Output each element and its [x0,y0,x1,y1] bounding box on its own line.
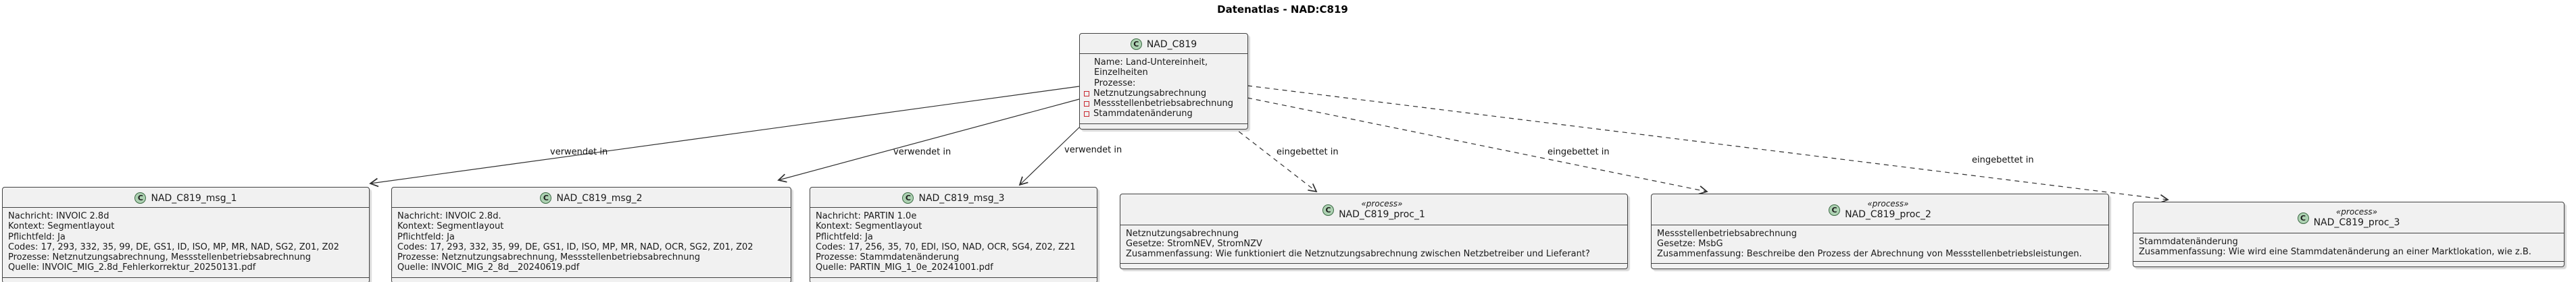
edge-eingebettet-proc1 [1231,125,1318,193]
attribute-line: Quelle: PARTIN_MIG_1_0e_20241001.pdf [816,262,993,273]
attribute-line: Codes: 17, 256, 35, 70, EDI, ISO, NAD, O… [816,242,1076,252]
attribute-line: Prozesse: [1094,78,1136,88]
class-box-nad-c819-proc-3: C «process» NAD_C819_proc_3 Stammdatenän… [2133,202,2565,268]
empty-methods-compartment [1120,263,1627,269]
edge-eingebettet-proc3 [1247,85,2169,204]
class-name: NAD_C819_proc_2 [1845,209,1931,220]
field-line: Stammdatenänderung [1084,109,1242,119]
class-header: C NAD_C819 [1080,34,1247,54]
class-body: Nachricht: INVOIC 2.8d. Kontext: Segment… [392,208,791,277]
class-name: NAD_C819_msg_1 [151,192,237,204]
class-icon: C [134,192,147,204]
empty-methods-compartment [2133,261,2564,266]
class-name: NAD_C819_proc_3 [2313,217,2400,228]
class-body: Messstellenbetriebsabrechnung Gesetze: M… [1652,225,2108,264]
class-icon: C [1130,38,1142,50]
attribute-line: Pflichtfeld: Ja [397,231,455,242]
class-box-nad-c819-msg-3: C NAD_C819_msg_3 Nachricht: PARTIN 1.0e … [810,187,1097,282]
edge-label-verwendet-in-3: verwendet in [1064,145,1122,155]
class-icon: C [902,192,914,204]
class-icon: C [1829,204,1841,216]
class-icon: C [2297,212,2309,224]
edge-verwendet-msg3 [1018,125,1081,186]
attribute-line: Stammdatenänderung [2139,236,2238,247]
empty-methods-compartment [1080,123,1247,129]
edge-verwendet-msg2 [777,98,1080,183]
class-body: Name: Land-Untereinheit, Einzelheiten Pr… [1080,54,1247,123]
class-name: NAD_C819 [1146,38,1197,50]
attribute-line: Kontext: Segmentlayout [397,221,504,232]
class-icon: C [540,192,552,204]
class-box-nad-c819-msg-2: C NAD_C819_msg_2 Nachricht: INVOIC 2.8d.… [391,187,791,282]
attribute-line: Prozesse: Stammdatenänderung [816,252,960,263]
attribute-line: Gesetze: StromNEV, StromNZV [1126,238,1262,249]
attribute-line: Gesetze: MsbG [1657,238,1723,249]
edge-label-verwendet-in-1: verwendet in [550,147,608,157]
class-name: NAD_C819_proc_1 [1339,209,1425,220]
stereotype-label: «process» [1867,199,1909,208]
attribute-line: Nachricht: INVOIC 2.8d. [397,211,501,221]
attribute-line: Codes: 17, 293, 332, 35, 99, DE, GS1, ID… [8,242,339,252]
edge-verwendet-msg1 [369,86,1080,188]
class-header: C NAD_C819_msg_2 [392,188,791,208]
class-box-nad-c819-proc-1: C «process» NAD_C819_proc_1 Netznutzungs… [1120,194,1628,270]
private-field-icon [1084,101,1089,107]
attribute-line: Quelle: INVOIC_MIG_2_8d__20240619.pdf [397,262,580,273]
class-name: NAD_C819_msg_2 [556,192,643,204]
attribute-line: Zusammenfassung: Wie funktioniert die Ne… [1126,249,1590,260]
class-name: NAD_C819_msg_3 [918,192,1005,204]
stereotype-label: «process» [1361,199,1403,208]
attribute-line: Nachricht: INVOIC 2.8d [8,211,109,221]
class-box-nad-c819: C NAD_C819 Name: Land-Untereinheit, Einz… [1079,33,1248,130]
class-body: Nachricht: PARTIN 1.0e Kontext: Segmentl… [810,208,1097,277]
field-line: Messstellenbetriebsabrechnung [1084,98,1242,109]
class-body: Stammdatenänderung Zusammenfassung: Wie … [2133,233,2564,262]
attribute-line: Prozesse: Netznutzungsabrechnung, Messst… [397,252,700,263]
empty-methods-compartment [392,277,791,282]
diagram-title: Datenatlas - NAD:C819 [1217,3,1348,16]
edge-label-eingebettet-in-1: eingebettet in [1277,147,1339,157]
attribute-line: Kontext: Segmentlayout [816,221,922,232]
attribute-line: Prozesse: Netznutzungsabrechnung, Messst… [8,252,311,263]
stereotype-label: «process» [2335,207,2378,217]
attribute-line: Pflichtfeld: Ja [8,231,66,242]
attribute-line: Codes: 17, 293, 332, 35, 99, DE, GS1, ID… [397,242,753,252]
class-box-nad-c819-msg-1: C NAD_C819_msg_1 Nachricht: INVOIC 2.8d … [2,187,370,282]
field-line: Netznutzungsabrechnung [1084,88,1242,98]
class-header: C «process» NAD_C819_proc_1 [1120,194,1627,225]
class-header: C NAD_C819_msg_1 [3,188,369,208]
class-icon: C [1322,204,1335,216]
class-header: C «process» NAD_C819_proc_3 [2133,202,2564,233]
attribute-line: Messstellenbetriebsabrechnung [1657,228,1798,239]
attribute-line: Nachricht: PARTIN 1.0e [816,211,917,221]
attribute-line: Pflichtfeld: Ja [816,231,873,242]
edge-label-verwendet-in-2: verwendet in [893,147,951,157]
class-box-nad-c819-proc-2: C «process» NAD_C819_proc_2 Messstellenb… [1651,194,2109,270]
empty-methods-compartment [1652,263,2108,269]
class-header: C «process» NAD_C819_proc_2 [1652,194,2108,225]
empty-methods-compartment [810,277,1097,282]
class-body: Netznutzungsabrechnung Gesetze: StromNEV… [1120,225,1627,264]
attribute-line: Kontext: Segmentlayout [8,221,115,232]
attribute-line: Quelle: INVOIC_MIG_2.8d_Fehlerkorrektur_… [8,262,256,273]
attribute-line: Einzelheiten [1094,67,1148,78]
attribute-line: Zusammenfassung: Beschreibe den Prozess … [1657,249,2082,260]
attribute-line: Zusammenfassung: Wie wird eine Stammdate… [2139,246,2531,257]
class-header: C NAD_C819_msg_3 [810,188,1097,208]
empty-methods-compartment [3,277,369,282]
edge-label-eingebettet-in-2: eingebettet in [1547,147,1610,157]
edge-label-eingebettet-in-3: eingebettet in [1972,155,2034,165]
class-body: Nachricht: INVOIC 2.8d Kontext: Segmentl… [3,208,369,277]
attribute-line: Netznutzungsabrechnung [1126,228,1239,239]
private-field-icon [1084,111,1089,117]
private-field-icon [1084,90,1089,96]
edge-eingebettet-proc2 [1247,97,1708,195]
attribute-line: Name: Land-Untereinheit, [1094,57,1208,67]
